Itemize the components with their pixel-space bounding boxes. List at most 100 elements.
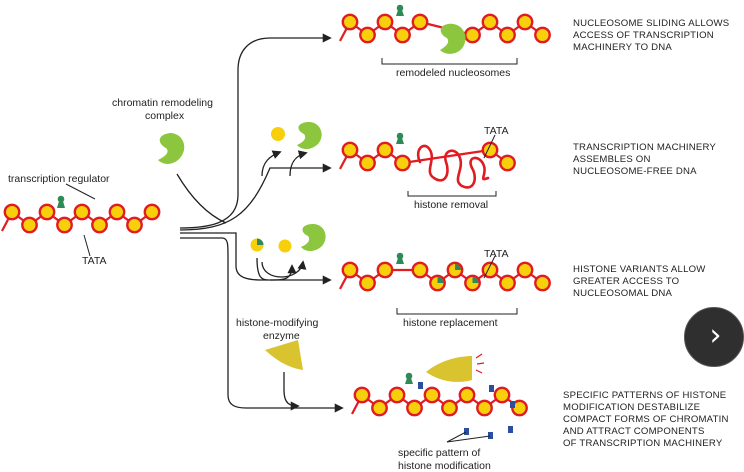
histone: [126, 216, 143, 234]
histone: [108, 203, 126, 221]
pattern-pointer: [446, 431, 467, 443]
histone: [21, 216, 38, 234]
remodeling-complex-label-line2: complex: [145, 110, 185, 122]
svg-text:NUCLEOSOME-FREE DNA: NUCLEOSOME-FREE DNA: [573, 166, 697, 177]
histone: [516, 261, 534, 279]
histone: [359, 26, 376, 44]
regulator-marker-row2: [396, 132, 404, 144]
histone: [394, 154, 411, 172]
removal-bracket: [407, 191, 497, 197]
remodeling-complex-label-line1: chromatin remodeling: [112, 97, 213, 109]
enzyme-label-line2: enzyme: [263, 330, 300, 342]
histone: [499, 26, 516, 44]
svg-text:MODIFICATION DESTABILIZE: MODIFICATION DESTABILIZE: [563, 402, 700, 413]
chevron-right-icon: ›: [709, 317, 722, 353]
svg-text:NUCLEOSOMAL DNA: NUCLEOSOMAL DNA: [573, 288, 673, 299]
histone: [376, 141, 394, 159]
tata-pointer-row2: [483, 134, 496, 159]
histone-replacement-chromatin-fiber: [339, 261, 551, 292]
histone: [499, 274, 516, 292]
histone: [406, 399, 423, 417]
histone: [359, 274, 376, 292]
regulator-pointer: [65, 183, 96, 200]
histone: [534, 274, 551, 292]
histone: [464, 26, 481, 44]
remodeler-on-dna: [440, 23, 466, 54]
histone: [411, 13, 429, 31]
svg-text:COMPACT FORMS OF CHROMATIN: COMPACT FORMS OF CHROMATIN: [563, 414, 729, 425]
svg-text:OF TRANSCRIPTION MACHINERY: OF TRANSCRIPTION MACHINERY: [563, 438, 723, 449]
histone: [499, 154, 516, 172]
histone: [371, 399, 388, 417]
svg-text:AND ATTRACT COMPONENTS: AND ATTRACT COMPONENTS: [563, 426, 705, 437]
remodeled-bracket: [381, 58, 518, 65]
svg-text:SPECIFIC PATTERNS OF HISTONE: SPECIFIC PATTERNS OF HISTONE: [563, 390, 726, 401]
histone: [359, 154, 376, 172]
histone-removal-label: histone removal: [414, 199, 488, 211]
replacement-bracket: [396, 308, 518, 315]
tata-pointer-left: [83, 234, 91, 257]
transcription-regulator-marker: [57, 195, 65, 208]
histone: [394, 26, 411, 44]
svg-text:TRANSCRIPTION MACHINERY: TRANSCRIPTION MACHINERY: [573, 142, 716, 153]
histone: [73, 203, 91, 221]
description-sliding: NUCLEOSOME SLIDING ALLOWS ACCESS OF TRAN…: [573, 18, 729, 53]
histone: [143, 203, 161, 221]
histone: [3, 203, 21, 221]
histone: [353, 386, 371, 404]
tata-label-row3: TATA: [484, 248, 509, 260]
svg-text:ASSEMBLES ON: ASSEMBLES ON: [573, 154, 651, 165]
histone-replacement-label: histone replacement: [403, 317, 498, 329]
pattern-pointer-2: [446, 435, 491, 443]
histone: [476, 399, 493, 417]
free-dna-loops: [416, 144, 490, 189]
regulator-marker-row4: [405, 372, 413, 384]
svg-text:MACHINERY TO DNA: MACHINERY TO DNA: [573, 42, 672, 53]
variant-histone-floating: [250, 238, 264, 252]
remodeling-complex-shape: [158, 133, 185, 164]
regulator-marker-row3: [396, 252, 404, 264]
histone-removal-chromatin-fiber: [339, 141, 516, 172]
histone: [388, 386, 406, 404]
description-variants: HISTONE VARIANTS ALLOW GREATER ACCESS TO…: [573, 264, 706, 299]
sliding-chromatin-fiber: [339, 13, 551, 44]
histone: [38, 203, 56, 221]
next-slide-button[interactable]: ›: [684, 307, 744, 367]
histone: [341, 141, 359, 159]
modified-chromatin-fiber: [351, 386, 528, 417]
svg-text:ACCESS OF TRANSCRIPTION: ACCESS OF TRANSCRIPTION: [573, 30, 714, 41]
pathway-arrows: [176, 33, 344, 413]
histone: [493, 386, 511, 404]
histone-modification-marks: [418, 382, 515, 439]
svg-text:NUCLEOSOME SLIDING ALLOWS: NUCLEOSOME SLIDING ALLOWS: [573, 18, 729, 29]
description-patterns: SPECIFIC PATTERNS OF HISTONE MODIFICATIO…: [563, 390, 729, 449]
histone: [376, 13, 394, 31]
enzyme-label-line1: histone-modifying: [236, 317, 318, 329]
remodeled-nucleosomes-label: remodeled nucleosomes: [396, 67, 510, 79]
released-histone: [271, 127, 285, 141]
enzyme-activity-rays: [475, 353, 485, 374]
histone: [376, 261, 394, 279]
histone: [411, 261, 429, 279]
regulator-marker-row1: [396, 4, 404, 16]
tata-label-row2: TATA: [484, 125, 509, 137]
histone: [341, 13, 359, 31]
tata-pointer-row3: [483, 255, 496, 279]
tata-label-left: TATA: [82, 255, 107, 267]
histone: [423, 386, 441, 404]
exchange-remodeling-complex: [301, 223, 326, 252]
histone-modifying-enzyme-shape: [265, 340, 303, 370]
histone: [481, 13, 499, 31]
released-remodeling-complex: [297, 121, 322, 150]
replaced-histone: [278, 239, 292, 253]
svg-text:HISTONE VARIANTS ALLOW: HISTONE VARIANTS ALLOW: [573, 264, 706, 275]
histone: [56, 216, 73, 234]
histone: [516, 13, 534, 31]
bound-modifying-enzyme: [426, 356, 472, 382]
histone: [91, 216, 108, 234]
initial-chromatin-fiber: [1, 203, 161, 234]
histone: [534, 26, 551, 44]
histone: [441, 399, 458, 417]
description-assembly: TRANSCRIPTION MACHINERY ASSEMBLES ON NUC…: [573, 142, 716, 177]
